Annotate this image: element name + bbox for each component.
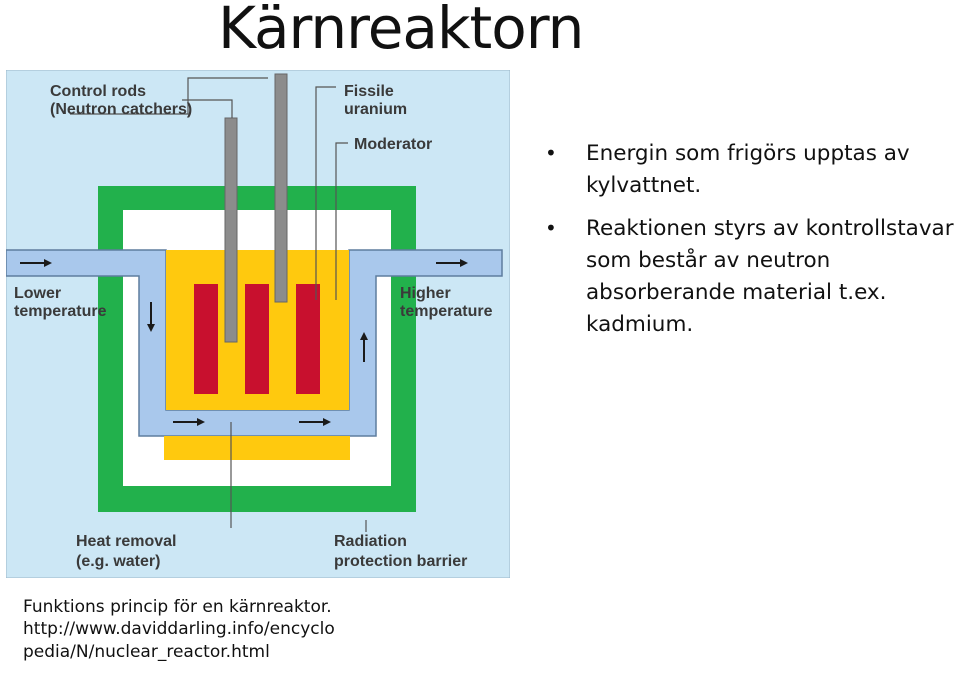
label-heat-removal: Heat removal — [76, 533, 177, 550]
label-moderator: Moderator — [354, 136, 432, 153]
label-higher: Higher — [400, 285, 451, 302]
bullet-item: Reaktionen styrs av kontrollstavar som b… — [545, 213, 957, 342]
label-uranium: uranium — [344, 101, 407, 118]
bullet-item: Energin som frigörs upptas av kylvattnet… — [545, 138, 957, 203]
label-fissile: Fissile — [344, 83, 394, 100]
label-lower-temp: temperature — [14, 303, 107, 320]
control-rod-2 — [274, 73, 288, 303]
bullet-list: Energin som frigörs upptas av kylvattnet… — [545, 138, 957, 352]
callout-lines — [70, 77, 367, 532]
caption-line: pedia/N/nuclear_reactor.html — [23, 641, 270, 662]
fuel-rod-3 — [296, 284, 320, 394]
label-higher-temp: temperature — [400, 303, 493, 320]
caption-line: http://www.daviddarling.info/encyclo — [23, 619, 335, 640]
control-rod-1 — [224, 117, 238, 343]
fuel-rod-1 — [194, 284, 218, 394]
flow-arrows — [20, 259, 468, 426]
label-radiation-sub: protection barrier — [334, 553, 467, 570]
slide-title: Kärnreaktorn — [218, 0, 584, 62]
label-control-rods: Control rods — [50, 83, 146, 100]
caption-line: Funktions princip för en kärnreaktor. — [23, 597, 332, 617]
label-heat-removal-sub: (e.g. water) — [76, 553, 160, 570]
fuel-rod-2 — [245, 284, 269, 394]
label-lower: Lower — [14, 285, 61, 302]
label-control-rods-sub: (Neutron catchers) — [50, 101, 192, 118]
figure-caption: Funktions princip för en kärnreaktor. ht… — [23, 596, 335, 663]
moderator-lower — [164, 436, 350, 460]
label-radiation: Radiation — [334, 533, 407, 550]
reactor-diagram: Control rods (Neutron catchers) Fissile … — [6, 70, 510, 578]
